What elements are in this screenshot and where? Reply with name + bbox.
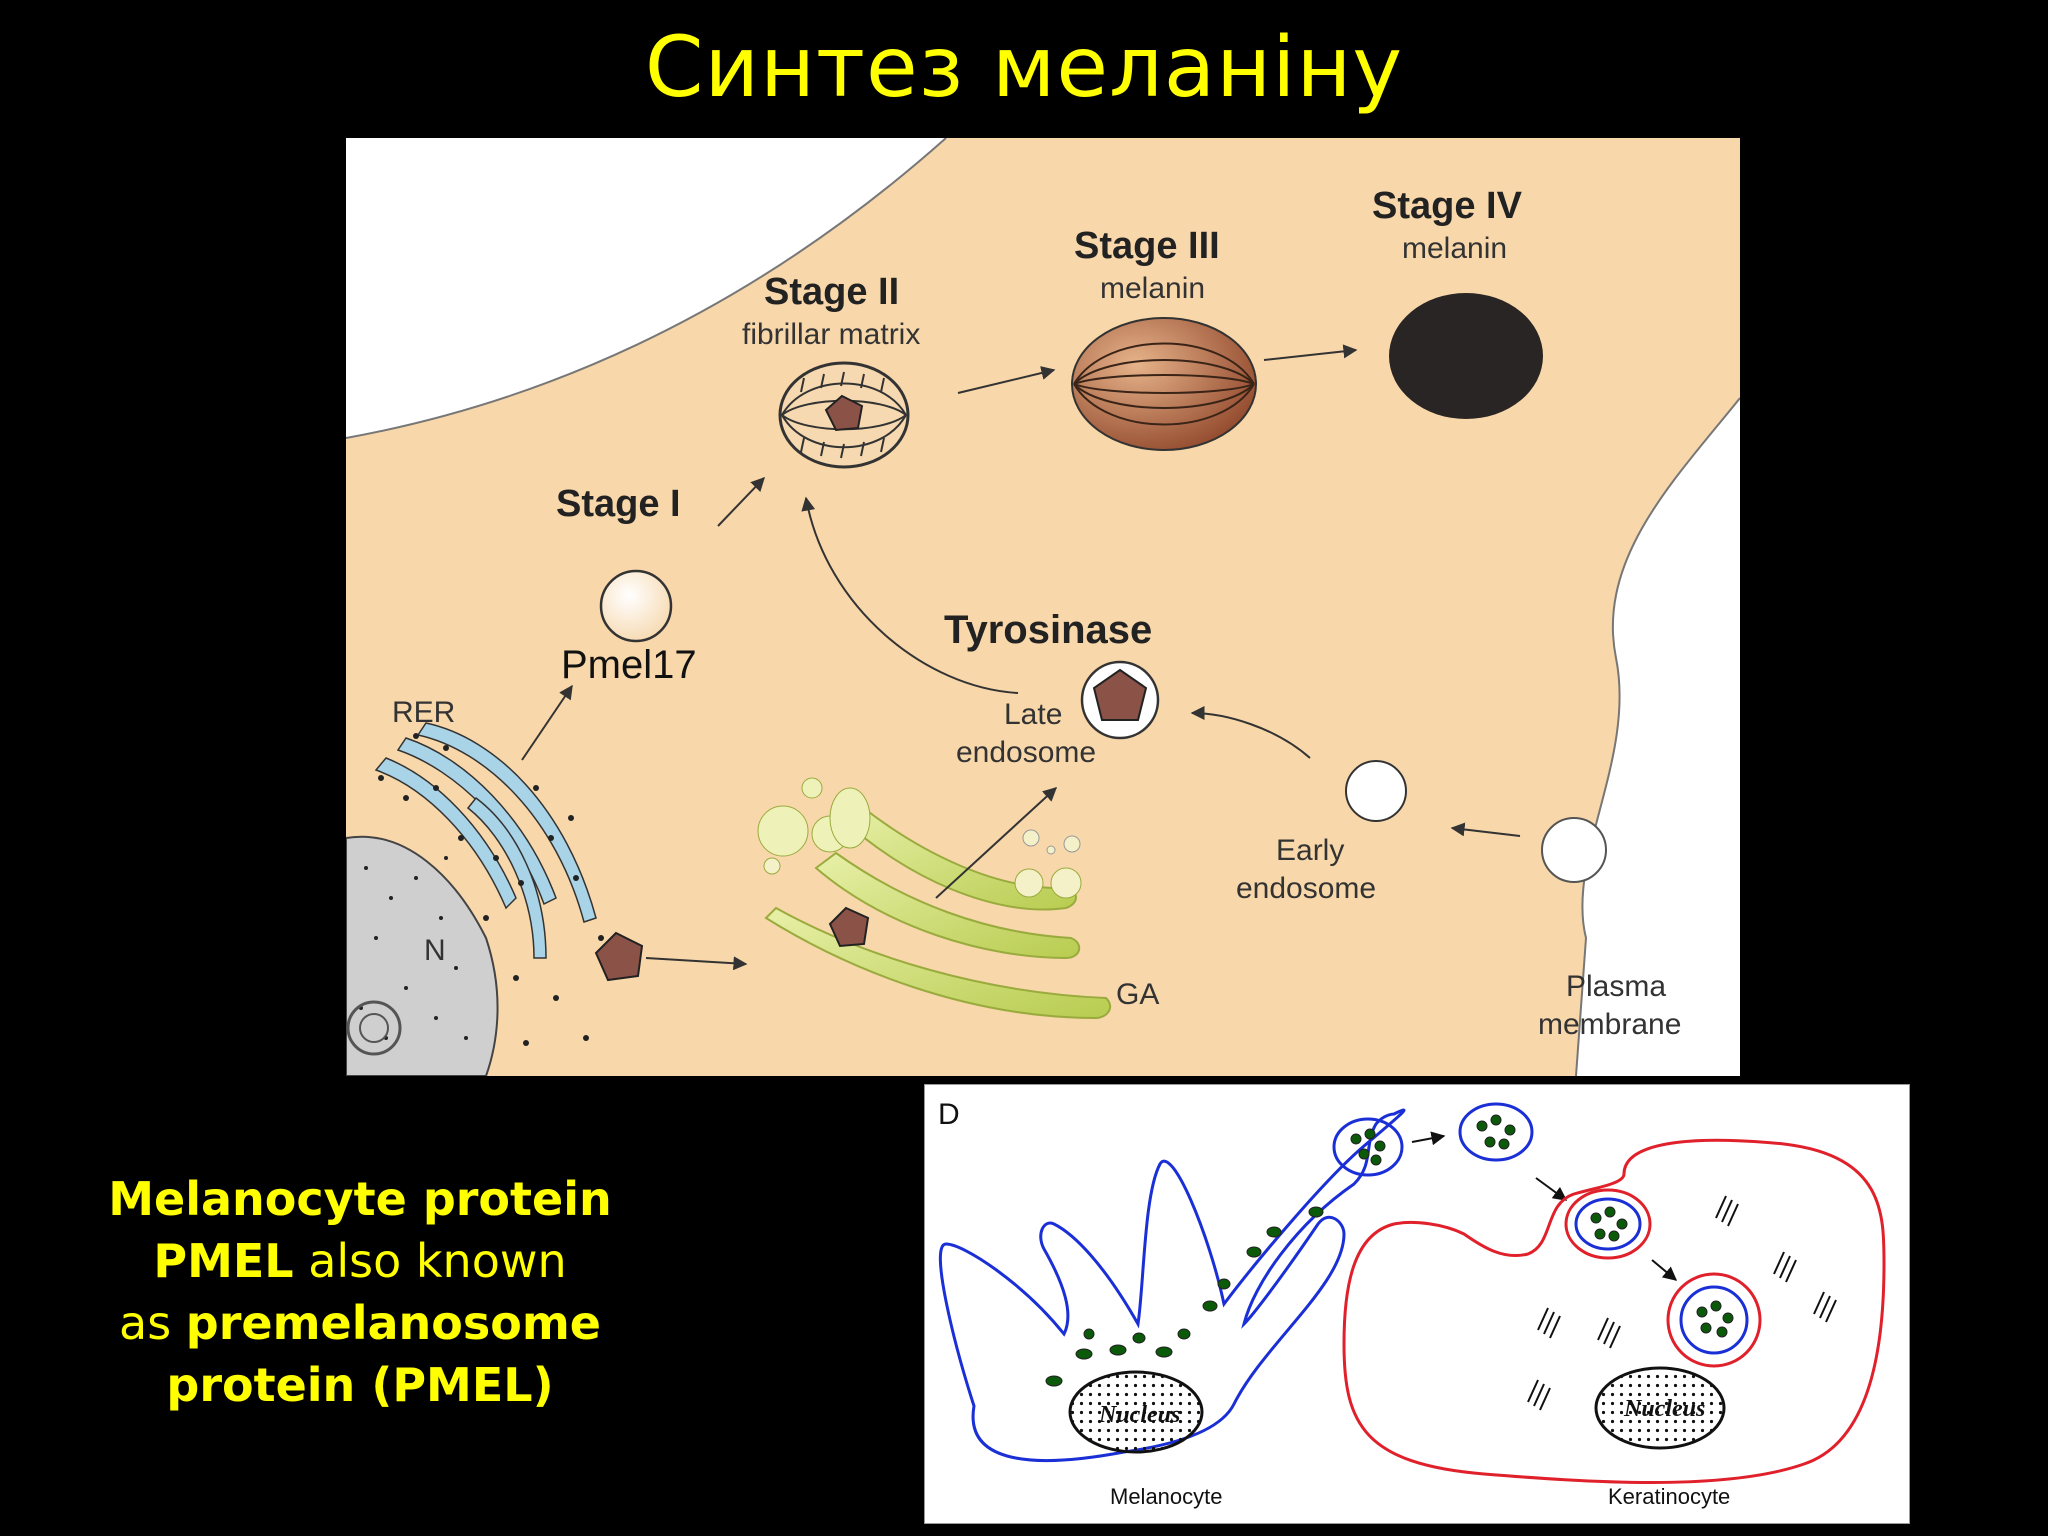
caption-part3: also known xyxy=(293,1234,567,1288)
transferred-melanosome-1 xyxy=(1458,1102,1534,1162)
melanosome-cluster-tip xyxy=(1332,1117,1404,1177)
cytoplasm xyxy=(346,138,1740,1076)
stage-2-sublabel: fibrillar matrix xyxy=(742,318,920,351)
rer-label: RER xyxy=(392,696,455,729)
stage-2-label: Stage II xyxy=(764,271,899,313)
melanocyte-label: Melanocyte xyxy=(1110,1484,1223,1509)
slide-title: Синтез меланіну xyxy=(644,18,1404,116)
keratin-filaments xyxy=(1527,1195,1837,1411)
early-endosome-label-1: Early xyxy=(1276,834,1344,867)
keratinocyte-nucleus xyxy=(1594,1366,1726,1450)
nucleus: N xyxy=(346,835,499,1076)
stage-2-melanosome xyxy=(778,361,910,469)
caption-part6: protein (PMEL) xyxy=(166,1358,554,1412)
stage-4-label: Stage IV xyxy=(1372,185,1523,227)
keratinocyte-nucleus-label: Nucleus xyxy=(1623,1396,1705,1422)
golgi-apparatus xyxy=(757,777,1112,1020)
stage-3-melanosome xyxy=(1071,317,1257,451)
plasma-membrane-label-1: Plasma xyxy=(1566,970,1666,1003)
early-endosome-label-2: endosome xyxy=(1236,872,1376,905)
panel-letter: D xyxy=(938,1098,960,1131)
keratinocyte-outline xyxy=(1342,1138,1886,1484)
stage-1-vesicle xyxy=(599,569,673,643)
pmel17-label: Pmel17 xyxy=(561,643,697,687)
tyrosinase-protein-golgi xyxy=(828,906,870,948)
tyrosinase-label: Tyrosinase xyxy=(944,608,1152,652)
stage-3-label: Stage III xyxy=(1074,225,1220,267)
caption-part5: premelanosome xyxy=(185,1296,601,1350)
engulfed-melanosome xyxy=(1564,1188,1652,1260)
ribosomes xyxy=(378,733,604,1046)
melanosome-maturation-diagram: N RER GA Pmel17 Stag xyxy=(346,138,1740,1076)
endocytic-vesicle xyxy=(1541,817,1607,883)
late-endosome xyxy=(1080,660,1160,740)
golgi-label: GA xyxy=(1116,978,1159,1011)
nucleus-label: N xyxy=(424,934,446,967)
stage-1-label: Stage I xyxy=(556,483,681,525)
caption-part4: as xyxy=(119,1296,186,1350)
melanocyte-melanosomes xyxy=(1045,1206,1324,1387)
caption-part1: Melanocyte protein xyxy=(108,1172,612,1226)
tyrosinase-protein-rer xyxy=(594,931,644,982)
melanocyte-nucleus-label: Nucleus xyxy=(1098,1402,1180,1428)
plasma-membrane-label-2: membrane xyxy=(1538,1008,1681,1041)
late-endosome-label-1: Late xyxy=(1004,698,1062,731)
melanosome-transfer-diagram: D Nucleus Melanocyte xyxy=(924,1084,1910,1524)
keratinocyte-label: Keratinocyte xyxy=(1608,1484,1730,1509)
late-endosome-label-2: endosome xyxy=(956,736,1096,769)
caption-part2: PMEL xyxy=(153,1234,294,1288)
melanocyte-nucleus xyxy=(1068,1370,1204,1454)
stage-4-sublabel: melanin xyxy=(1402,232,1507,265)
melanocyte-outline xyxy=(938,1108,1406,1463)
stage-4-melanosome xyxy=(1389,293,1543,419)
stage-3-sublabel: melanin xyxy=(1100,272,1205,305)
caption: Melanocyte protein PMEL also known as pr… xyxy=(60,1168,660,1416)
early-endosome xyxy=(1345,760,1407,822)
